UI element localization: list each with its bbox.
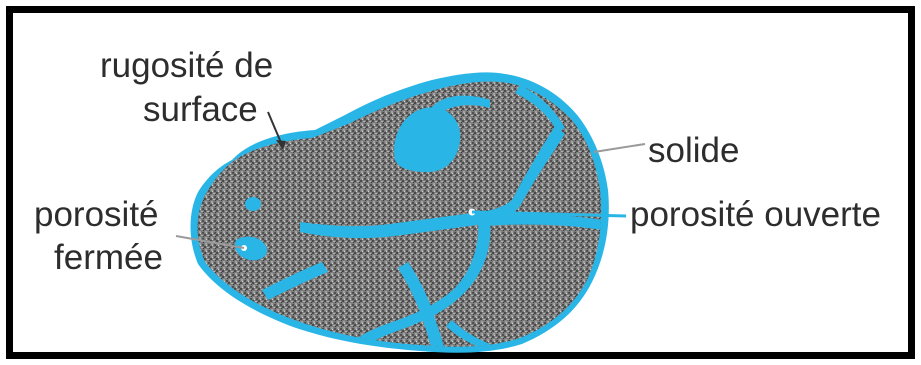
closed-pore: [245, 197, 261, 211]
roughness-label-line2: surface: [143, 90, 258, 129]
solid-leader: [594, 144, 645, 152]
open-porosity-label: porosité ouverte: [630, 195, 881, 234]
closed-porosity-label-line2: fermée: [54, 238, 163, 277]
roughness-label-line1: rugosité de: [100, 46, 273, 85]
solid-label: solide: [648, 131, 739, 170]
closed-porosity-label-line1: porosité: [34, 195, 159, 234]
